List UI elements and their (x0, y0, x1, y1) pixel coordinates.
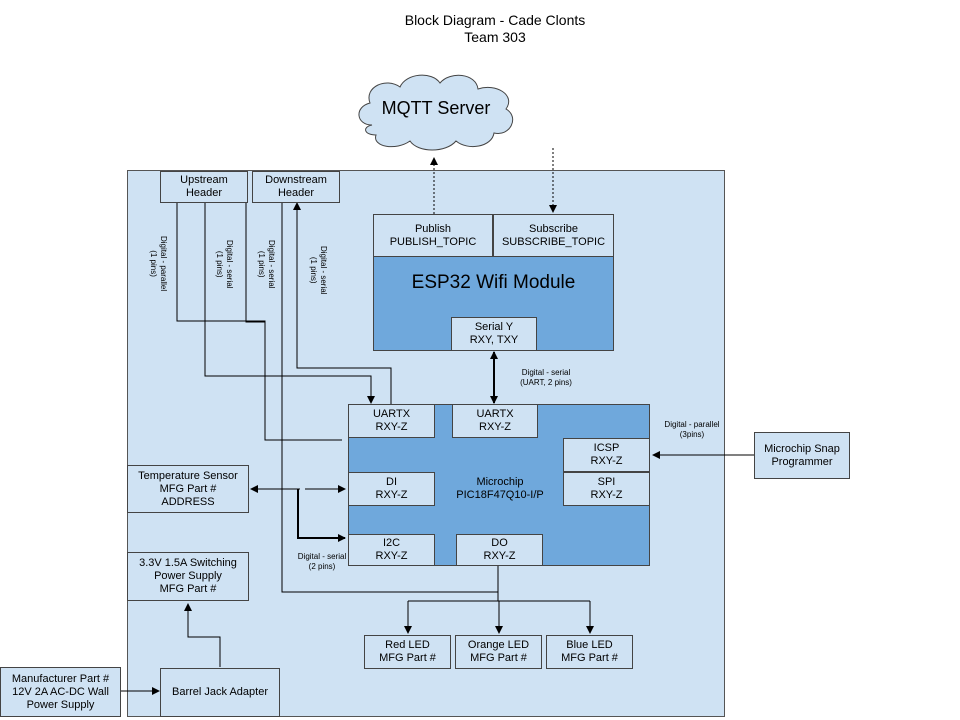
downstream-header: Downstream Header (252, 171, 340, 203)
barrel-jack-adapter: Barrel Jack Adapter (160, 668, 280, 717)
mcu-i2c-line-1: I2C (382, 537, 401, 549)
red-led-line-2: MFG Part # (379, 652, 436, 664)
publish-box: Publish PUBLISH_TOPIC (373, 214, 493, 257)
wire-label-downstream-serial-2-line-1: Digital - serial (319, 246, 328, 295)
blue-led: Blue LED MFG Part # (546, 635, 633, 669)
power-supply-line-2: Power Supply (154, 570, 222, 582)
mcu-i2c-line-2: RXY-Z (375, 550, 408, 562)
mcu-uartx-right-line-2: RXY-Z (479, 421, 511, 433)
wire-label-upstream-parallel: Digital - parallel (1 pins) (148, 236, 168, 291)
title-line-2: Team 303 (464, 29, 526, 45)
wall-power-supply: Manufacturer Part # 12V 2A AC-DC Wall Po… (0, 667, 121, 717)
mqtt-server-label: MQTT Server (381, 98, 491, 118)
snap-programmer-line-2: Programmer (771, 455, 833, 468)
wire-label-i2c: Digital - serial (2 pins) (294, 552, 350, 572)
wall-supply-line-1: Manufacturer Part # (11, 672, 110, 685)
wire-label-esp-uart: Digital - serial (UART, 2 pins) (506, 368, 586, 388)
mcu-uartx-right: UARTX RXY-Z (452, 404, 538, 438)
orange-led: Orange LED MFG Part # (455, 635, 542, 669)
wall-supply-line-2: 12V 2A AC-DC Wall (12, 685, 109, 698)
mcu-icsp-line-2: RXY-Z (590, 455, 623, 467)
mcu-icsp: ICSP RXY-Z (563, 438, 650, 472)
esp-serial-line-2: RXY, TXY (469, 334, 519, 346)
subscribe-line-1: Subscribe (529, 222, 578, 235)
mcu-spi-line-1: SPI (597, 476, 616, 488)
subscribe-box: Subscribe SUBSCRIBE_TOPIC (493, 214, 614, 257)
upstream-header-line-2: Header (185, 187, 223, 199)
title-line-1: Block Diagram - Cade Clonts (404, 12, 586, 28)
mcu-do: DO RXY-Z (456, 534, 543, 566)
wire-label-upstream-serial: Digital - serial (1 pins) (214, 240, 234, 288)
publish-line-1: Publish (414, 222, 452, 235)
mcu-icsp-line-1: ICSP (593, 442, 620, 454)
mcu-title: Microchip PIC18F47Q10-I/P (435, 476, 565, 502)
wire-label-upstream-serial-line-1: Digital - serial (225, 240, 234, 289)
wire-label-snap-line-1: Digital - parallel (664, 420, 720, 429)
wire-label-i2c-line-2: (2 pins) (308, 562, 336, 571)
wire-label-downstream-serial-1-line-2: (1 pins) (257, 250, 266, 278)
wire-label-upstream-serial-line-2: (1 pins) (215, 250, 224, 278)
temperature-sensor: Temperature Sensor MFG Part # ADDRESS (127, 465, 249, 513)
upstream-header-line-1: Upstream (180, 174, 228, 186)
orange-led-line-2: MFG Part # (470, 652, 527, 664)
wire-label-esp-uart-line-2: (UART, 2 pins) (520, 378, 572, 387)
orange-led-line-1: Orange LED (467, 639, 530, 651)
wire-label-downstream-serial-2: Digital - serial (1 pins) (308, 246, 328, 294)
barrel-jack-label: Barrel Jack Adapter (172, 686, 268, 698)
power-supply-line-3: MFG Part # (159, 583, 217, 595)
wire-label-downstream-serial-1: Digital - serial (1 pins) (256, 240, 276, 288)
power-supply: 3.3V 1.5A Switching Power Supply MFG Par… (127, 552, 249, 601)
downstream-header-line-2: Header (277, 187, 315, 199)
snap-programmer-line-1: Microchip Snap (764, 442, 840, 455)
mcu-spi-line-2: RXY-Z (590, 489, 623, 501)
wire-label-i2c-line-1: Digital - serial (297, 552, 347, 561)
wall-supply-line-3: Power Supply (26, 698, 95, 711)
diagram-title: Block Diagram - Cade Clonts Team 303 (350, 12, 640, 46)
mcu-spi: SPI RXY-Z (563, 472, 650, 506)
mcu-uartx-left-line-1: UARTX (372, 408, 411, 420)
mcu-i2c: I2C RXY-Z (348, 534, 435, 566)
mcu-di-line-2: RXY-Z (375, 489, 408, 501)
mcu-di: DI RXY-Z (348, 472, 435, 506)
red-led-line-1: Red LED (385, 639, 430, 651)
mcu-title-line-2: PIC18F47Q10-I/P (456, 489, 544, 501)
mcu-do-line-2: RXY-Z (483, 550, 516, 562)
mcu-do-line-1: DO (491, 537, 508, 549)
downstream-header-line-1: Downstream (265, 174, 327, 186)
wire-label-snap-line-2: (3pins) (679, 430, 705, 439)
blue-led-line-2: MFG Part # (561, 652, 618, 664)
wire-label-downstream-serial-1-line-1: Digital - serial (267, 240, 276, 289)
snap-programmer: Microchip Snap Programmer (754, 432, 850, 479)
wire-label-upstream-parallel-line-2: (1 pins) (149, 250, 158, 277)
mcu-uartx-left-line-2: RXY-Z (375, 421, 408, 433)
wire-label-snap: Digital - parallel (3pins) (656, 420, 728, 440)
temperature-sensor-line-2: MFG Part # (159, 482, 217, 495)
esp-serial-y-box: Serial Y RXY, TXY (451, 317, 537, 351)
blue-led-line-1: Blue LED (566, 639, 613, 651)
power-supply-line-1: 3.3V 1.5A Switching (139, 557, 237, 569)
esp32-title: ESP32 Wifi Module (411, 272, 576, 293)
subscribe-line-2: SUBSCRIBE_TOPIC (501, 235, 606, 248)
wire-label-esp-uart-line-1: Digital - serial (521, 368, 571, 377)
red-led: Red LED MFG Part # (364, 635, 451, 669)
wire-label-upstream-parallel-line-1: Digital - parallel (159, 236, 168, 292)
temperature-sensor-line-3: ADDRESS (161, 495, 215, 508)
wire-label-downstream-serial-2-line-2: (1 pins) (309, 256, 318, 284)
mqtt-cloud-shape (358, 74, 514, 151)
esp-serial-line-1: Serial Y (474, 321, 514, 333)
mcu-title-line-1: Microchip (476, 476, 524, 488)
mcu-di-line-1: DI (386, 476, 397, 488)
temperature-sensor-line-1: Temperature Sensor (138, 469, 238, 482)
publish-line-2: PUBLISH_TOPIC (389, 235, 477, 248)
mcu-uartx-left: UARTX RXY-Z (348, 404, 435, 438)
mcu-uartx-right-line-1: UARTX (476, 408, 514, 420)
upstream-header: Upstream Header (160, 171, 248, 203)
